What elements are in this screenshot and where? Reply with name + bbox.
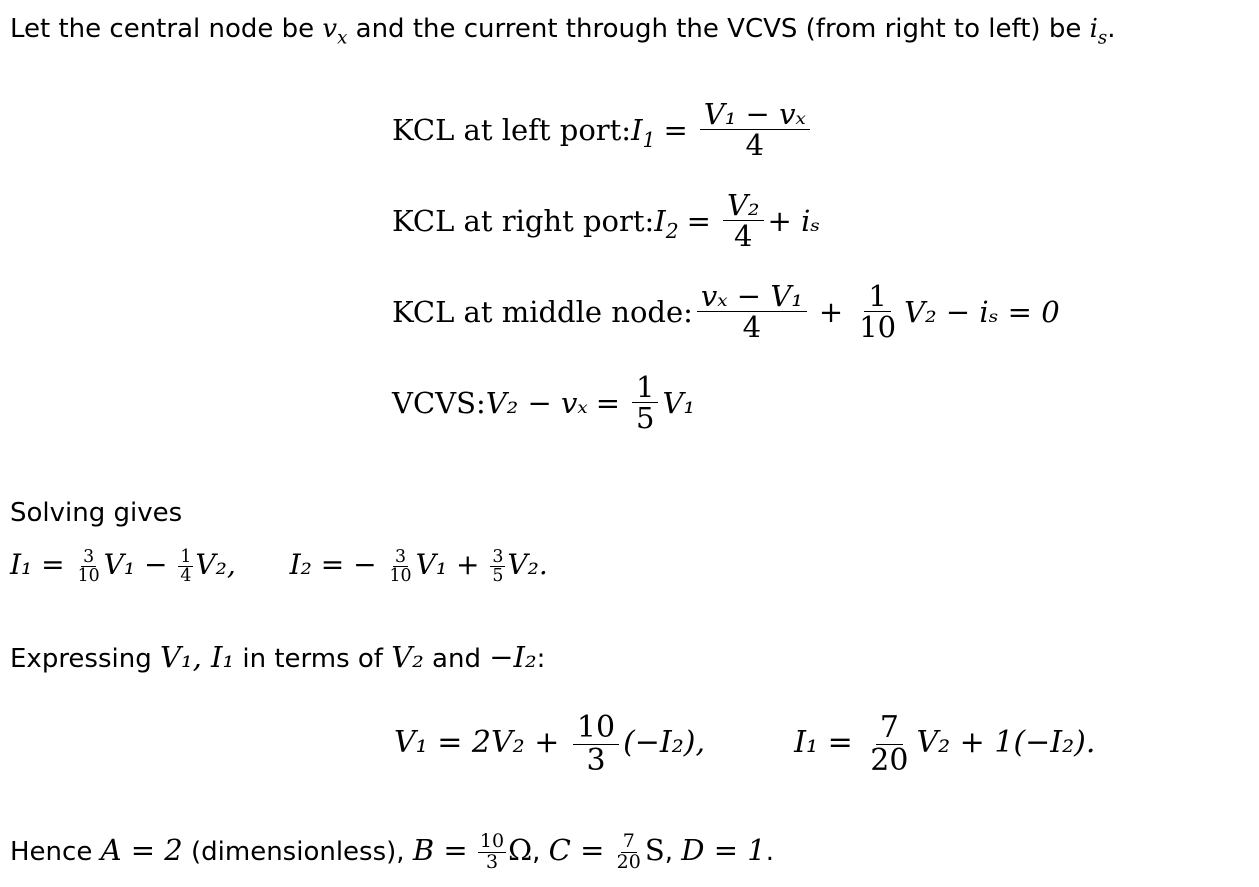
kcl-left-label: KCL at left port: xyxy=(392,112,632,147)
v1-expression-tail: (−I₂), xyxy=(623,725,706,760)
d-value: D = 1 xyxy=(681,832,766,867)
kcl-right-label: KCL at right port: xyxy=(392,203,655,238)
kcl-mid-equation: KCL at middle node: vₓ − V₁ 4 + 1 10 V₂ … xyxy=(392,278,1060,344)
hence-text-3: , xyxy=(532,836,549,867)
b-lhs: B = xyxy=(412,832,468,867)
expressing-text-2: in terms of xyxy=(234,644,392,674)
hence-text-2: (dimensionless), xyxy=(182,836,413,867)
i1-tail: V₂, xyxy=(195,548,236,582)
is-symbol: is xyxy=(1089,14,1108,49)
i1-lhs: I₁ = xyxy=(10,548,65,582)
expressing-math-1: V₁, I₁ xyxy=(160,640,235,674)
i1-mid: V₁ − xyxy=(103,548,168,582)
i2-tail: V₂. xyxy=(507,548,548,582)
kcl-left-equation: KCL at left port: I1 = V₁ − vₓ 4 xyxy=(392,84,1060,175)
c-unit: S xyxy=(644,832,665,867)
kcl-left-lhs: I1 xyxy=(631,112,656,152)
vcvs-equation: VCVS: V₂ − vₓ = 1 5 V₁ xyxy=(392,369,696,435)
c-lhs: C = xyxy=(548,832,605,867)
kcl-mid-tail: V₂ − iₛ = 0 xyxy=(904,294,1060,329)
solving-text: Solving gives xyxy=(10,498,183,528)
hence-text-4: , xyxy=(664,836,682,867)
b-unit: Ω xyxy=(508,832,533,867)
vcvs-lhs: V₂ − vₓ xyxy=(485,385,588,420)
kcl-right-fraction: V₂ 4 xyxy=(722,189,764,251)
kcl-mid-fraction-1: vₓ − V₁ 4 xyxy=(696,280,807,342)
i1-expression-lhs: I₁ = xyxy=(794,725,853,760)
equation-block: KCL at left port: I1 = V₁ − vₓ 4 KCL at … xyxy=(392,84,1060,448)
intro-text-1: Let the central node be xyxy=(10,14,323,44)
vcvs-tail: V₁ xyxy=(662,385,696,420)
expressing-text-1: Expressing xyxy=(10,644,160,674)
kcl-mid-label: KCL at middle node: xyxy=(392,294,693,329)
kcl-right-lhs: I2 xyxy=(654,203,679,243)
expressing-paragraph: Expressing V₁, I₁ in terms of V₂ and −I₂… xyxy=(10,640,545,674)
vcvs-fraction: 1 5 xyxy=(632,371,659,433)
expressing-text-3: and xyxy=(423,644,490,674)
vcvs-label: VCVS: xyxy=(392,385,486,420)
kcl-right-equation: KCL at right port: I2 = V₂ 4 + iₛ xyxy=(392,187,821,253)
intro-text-3: . xyxy=(1107,14,1116,44)
expressing-math-3: −I₂ xyxy=(489,640,537,674)
kcl-left-fraction: V₁ − vₓ 4 xyxy=(699,98,810,160)
vx-symbol: vx xyxy=(322,14,348,49)
kcl-mid-fraction-2: 1 10 xyxy=(859,278,897,344)
i2-mid: V₁ + xyxy=(415,548,480,582)
expressing-math-2: V₂ xyxy=(391,640,424,674)
hence-text-1: Hence xyxy=(10,836,101,867)
i1-expression-tail: V₂ + 1(−I₂). xyxy=(916,725,1096,760)
v1-expression-lhs: V₁ = 2V₂ + xyxy=(394,725,560,760)
a-value: A = 2 xyxy=(100,832,183,867)
i2-lhs: I₂ = − xyxy=(289,548,377,582)
intro-text-2: and the current through the VCVS (from r… xyxy=(347,14,1090,44)
expressing-text-4: : xyxy=(536,644,546,674)
kcl-right-tail: + iₛ xyxy=(767,203,821,238)
hence-text-5: . xyxy=(765,836,774,867)
intro-paragraph: Let the central node be vx and the curre… xyxy=(10,14,1116,49)
